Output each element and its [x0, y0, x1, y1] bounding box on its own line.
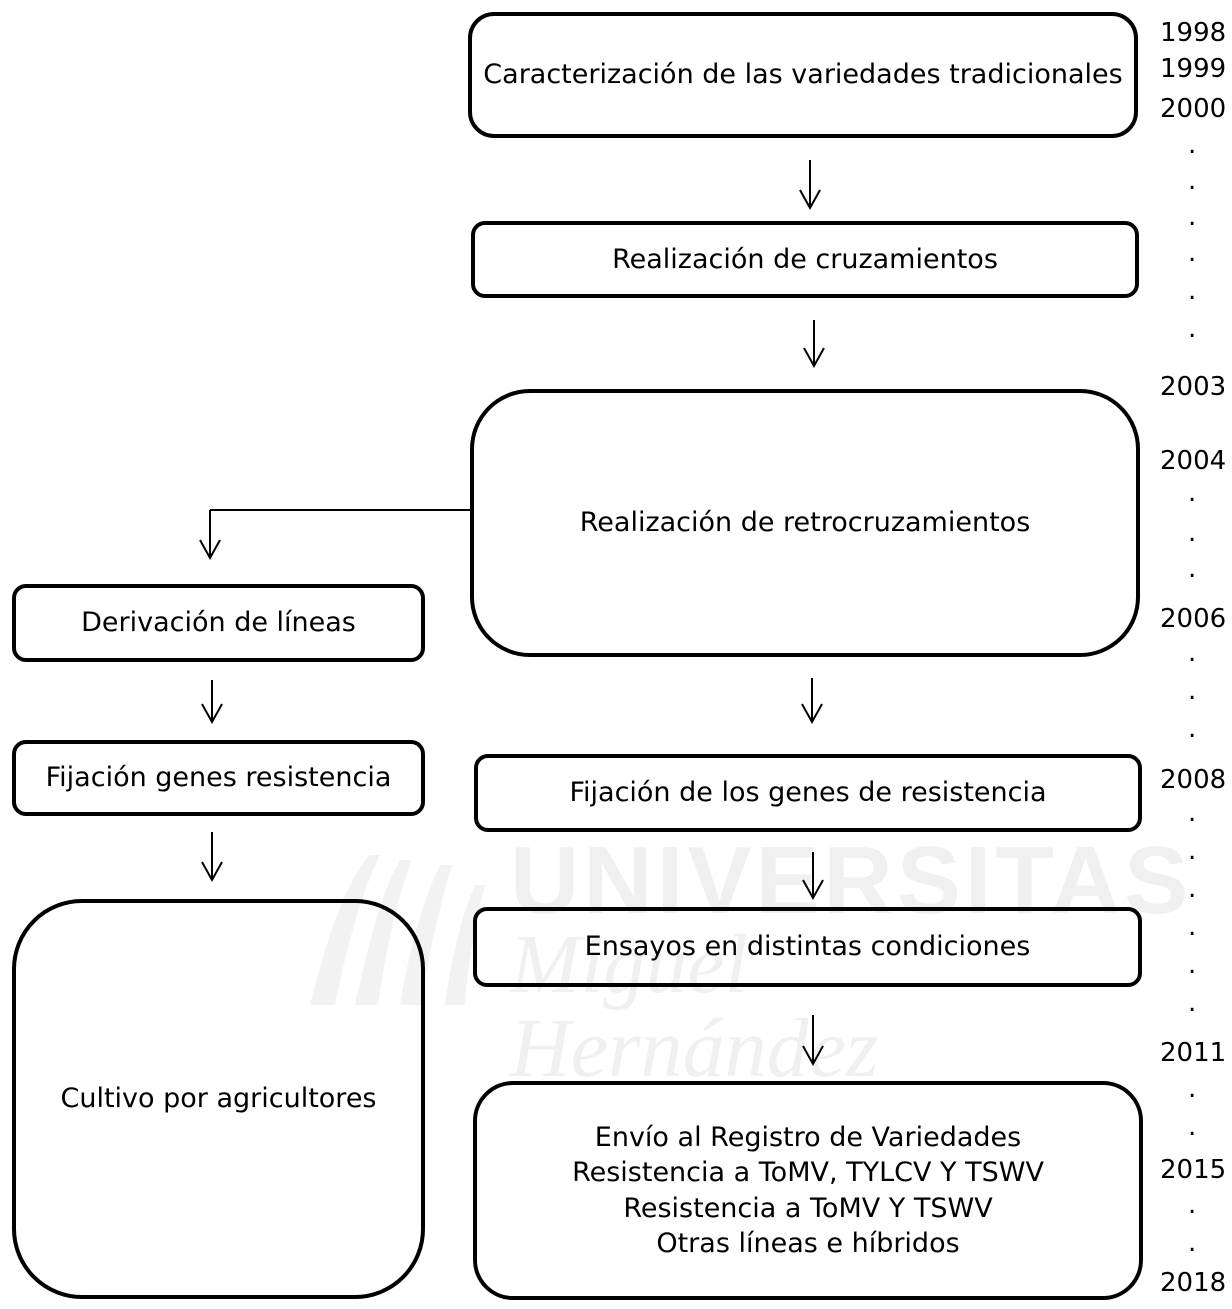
branch-connector	[199, 509, 470, 561]
timeline-dot: .	[1188, 554, 1197, 584]
timeline-dot: .	[1188, 276, 1197, 306]
year-2000: 2000	[1160, 94, 1227, 124]
timeline-dot: .	[1188, 1190, 1197, 1220]
box-fijacion-de-los-genes: Fijación de los genes de resistencia	[474, 754, 1142, 832]
box-envio: Envío al Registro de Variedades Resisten…	[473, 1081, 1143, 1300]
box-retrocruzamientos-label: Realización de retrocruzamientos	[579, 507, 1031, 539]
timeline-dot: .	[1188, 874, 1197, 904]
timeline-dot: .	[1188, 518, 1197, 548]
arrow-down-icon	[802, 1015, 824, 1067]
timeline-dot: .	[1188, 130, 1197, 160]
box-derivacion: Derivación de líneas	[12, 584, 425, 662]
timeline-dot: .	[1188, 1228, 1197, 1258]
box-caracterizacion-label: Caracterización de las variedades tradic…	[483, 59, 1123, 91]
arrow-down-icon	[802, 852, 824, 901]
box-envio-line-4: Otras líneas e híbridos	[656, 1227, 960, 1259]
year-2004: 2004	[1160, 446, 1227, 476]
timeline-dot: .	[1188, 798, 1197, 828]
box-envio-line-2: Resistencia a ToMV, TYLCV Y TSWV	[572, 1157, 1044, 1189]
box-cruzamientos: Realización de cruzamientos	[471, 221, 1139, 298]
box-cultivo-label: Cultivo por agricultores	[60, 1083, 377, 1115]
timeline-dot: .	[1188, 714, 1197, 744]
timeline-dot: .	[1188, 836, 1197, 866]
timeline-dot: .	[1188, 1074, 1197, 1104]
year-2006: 2006	[1160, 604, 1227, 634]
box-ensayos-label: Ensayos en distintas condiciones	[584, 931, 1031, 963]
box-derivacion-label: Derivación de líneas	[81, 607, 356, 639]
box-envio-line-3: Resistencia a ToMV Y TSWV	[623, 1192, 993, 1224]
timeline-dot: .	[1188, 950, 1197, 980]
box-envio-lines: Envío al Registro de Variedades Resisten…	[572, 1120, 1044, 1260]
arrow-down-icon	[803, 320, 825, 369]
timeline-dot: .	[1188, 238, 1197, 268]
box-fijacion-de-los-genes-label: Fijación de los genes de resistencia	[569, 777, 1047, 809]
arrow-down-icon	[201, 680, 223, 725]
arrow-down-icon	[799, 160, 821, 211]
timeline-dot: .	[1188, 638, 1197, 668]
arrow-down-icon	[801, 678, 823, 725]
box-fijacion-genes: Fijación genes resistencia	[12, 740, 425, 816]
year-2015: 2015	[1160, 1155, 1227, 1185]
box-cultivo: Cultivo por agricultores	[12, 899, 425, 1299]
timeline-dot: .	[1188, 676, 1197, 706]
year-2018: 2018	[1160, 1268, 1227, 1298]
arrow-down-icon	[201, 832, 223, 883]
year-2008: 2008	[1160, 765, 1227, 795]
timeline-dot: .	[1188, 1112, 1197, 1142]
year-2003: 2003	[1160, 372, 1227, 402]
timeline-dot: .	[1188, 988, 1197, 1018]
year-2011: 2011	[1160, 1038, 1227, 1068]
box-cruzamientos-label: Realización de cruzamientos	[612, 243, 998, 275]
box-fijacion-genes-label: Fijación genes resistencia	[45, 762, 392, 794]
timeline-dot: .	[1188, 912, 1197, 942]
timeline-dot: .	[1188, 478, 1197, 508]
box-retrocruzamientos: Realización de retrocruzamientos	[470, 389, 1140, 657]
timeline-dot: .	[1188, 202, 1197, 232]
timeline-dot: .	[1188, 314, 1197, 344]
box-envio-line-1: Envío al Registro de Variedades	[594, 1122, 1022, 1154]
box-caracterizacion: Caracterización de las variedades tradic…	[468, 12, 1138, 138]
timeline-dot: .	[1188, 166, 1197, 196]
year-1999: 1999	[1160, 54, 1227, 84]
box-ensayos: Ensayos en distintas condiciones	[473, 907, 1142, 987]
year-1998: 1998	[1160, 18, 1227, 48]
